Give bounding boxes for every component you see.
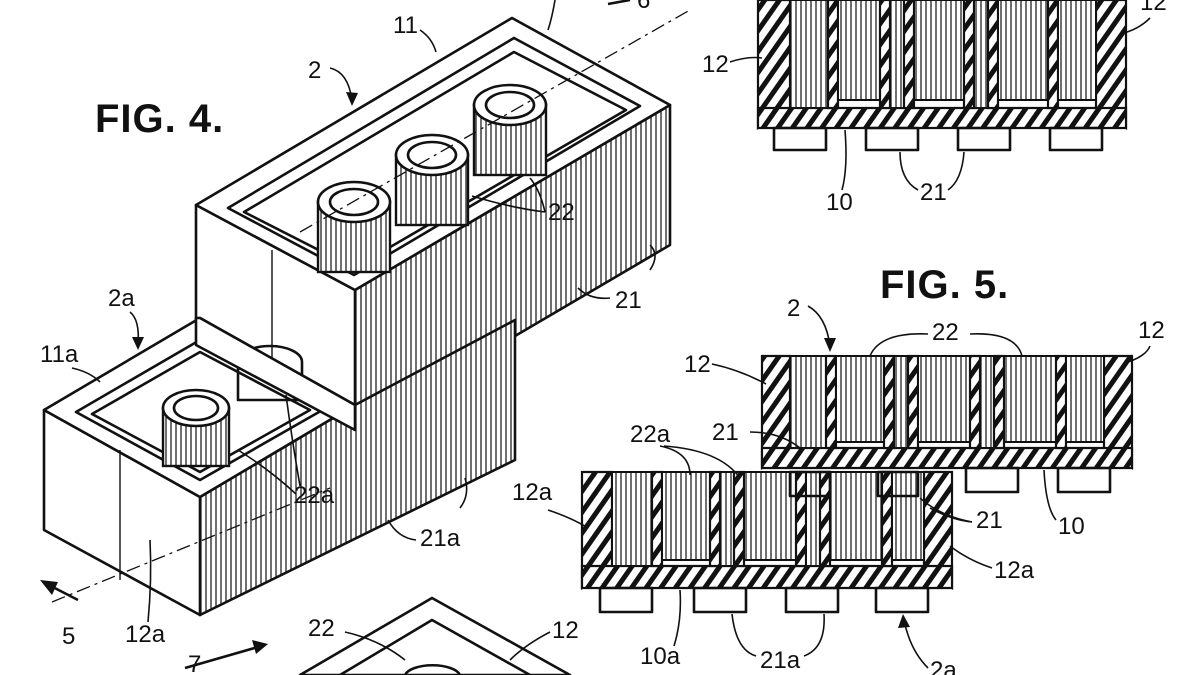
label-10-fig5: 10	[1058, 513, 1085, 540]
brick-partial-bottom	[298, 596, 572, 675]
label-2a: 2a	[108, 285, 135, 312]
label-22: 22	[548, 199, 575, 226]
tube-22-c	[472, 83, 548, 177]
label-21-top: 21	[920, 179, 947, 206]
label-12-top-right: 12	[1140, 0, 1167, 16]
label-22a-fig5: 22a	[630, 421, 671, 448]
label-12a-fig5-left: 12a	[512, 479, 553, 506]
label-2-fig5: 2	[787, 295, 800, 322]
label-12a-fig4: 12a	[125, 621, 166, 648]
label-11: 11	[393, 12, 418, 39]
label-21-fig5-right: 21	[976, 507, 1003, 534]
section-brick-2	[760, 354, 1134, 494]
label-2: 2	[308, 57, 321, 84]
brick-2a	[42, 316, 517, 617]
fig5-title: FIG. 5.	[880, 263, 1009, 307]
label-21a: 21a	[420, 525, 461, 552]
label-12-fig5-left: 12	[684, 351, 711, 378]
tube-22-b	[394, 133, 470, 227]
section-brick-2a	[580, 470, 954, 614]
label-7: 7	[188, 651, 201, 675]
section-top-brick	[756, 0, 1128, 152]
label-12-bottom: 12	[552, 617, 579, 644]
label-22a: 22a	[294, 482, 335, 509]
fig4-title: FIG. 4.	[95, 97, 224, 141]
label-12-top-left: 12	[702, 51, 729, 78]
label-10a: 10a	[640, 643, 681, 670]
label-6: 6	[637, 0, 650, 14]
brick-2	[194, 9, 691, 432]
label-5: 5	[62, 623, 75, 650]
label-22-bottom: 22	[308, 615, 335, 642]
label-10-top: 10	[826, 189, 853, 216]
label-21a-fig5: 21a	[760, 647, 801, 674]
tube-22a-a	[161, 388, 231, 468]
label-22-fig5: 22	[932, 319, 959, 346]
label-12a-fig5-right: 12a	[994, 557, 1035, 584]
label-11a: 11a	[40, 341, 79, 368]
label-12-fig5-right: 12	[1138, 317, 1165, 344]
tube-22-a	[316, 180, 392, 274]
label-2a-fig5: 2a	[930, 657, 957, 675]
label-21: 21	[615, 287, 642, 314]
label-21-fig5-mid: 21	[712, 419, 739, 446]
